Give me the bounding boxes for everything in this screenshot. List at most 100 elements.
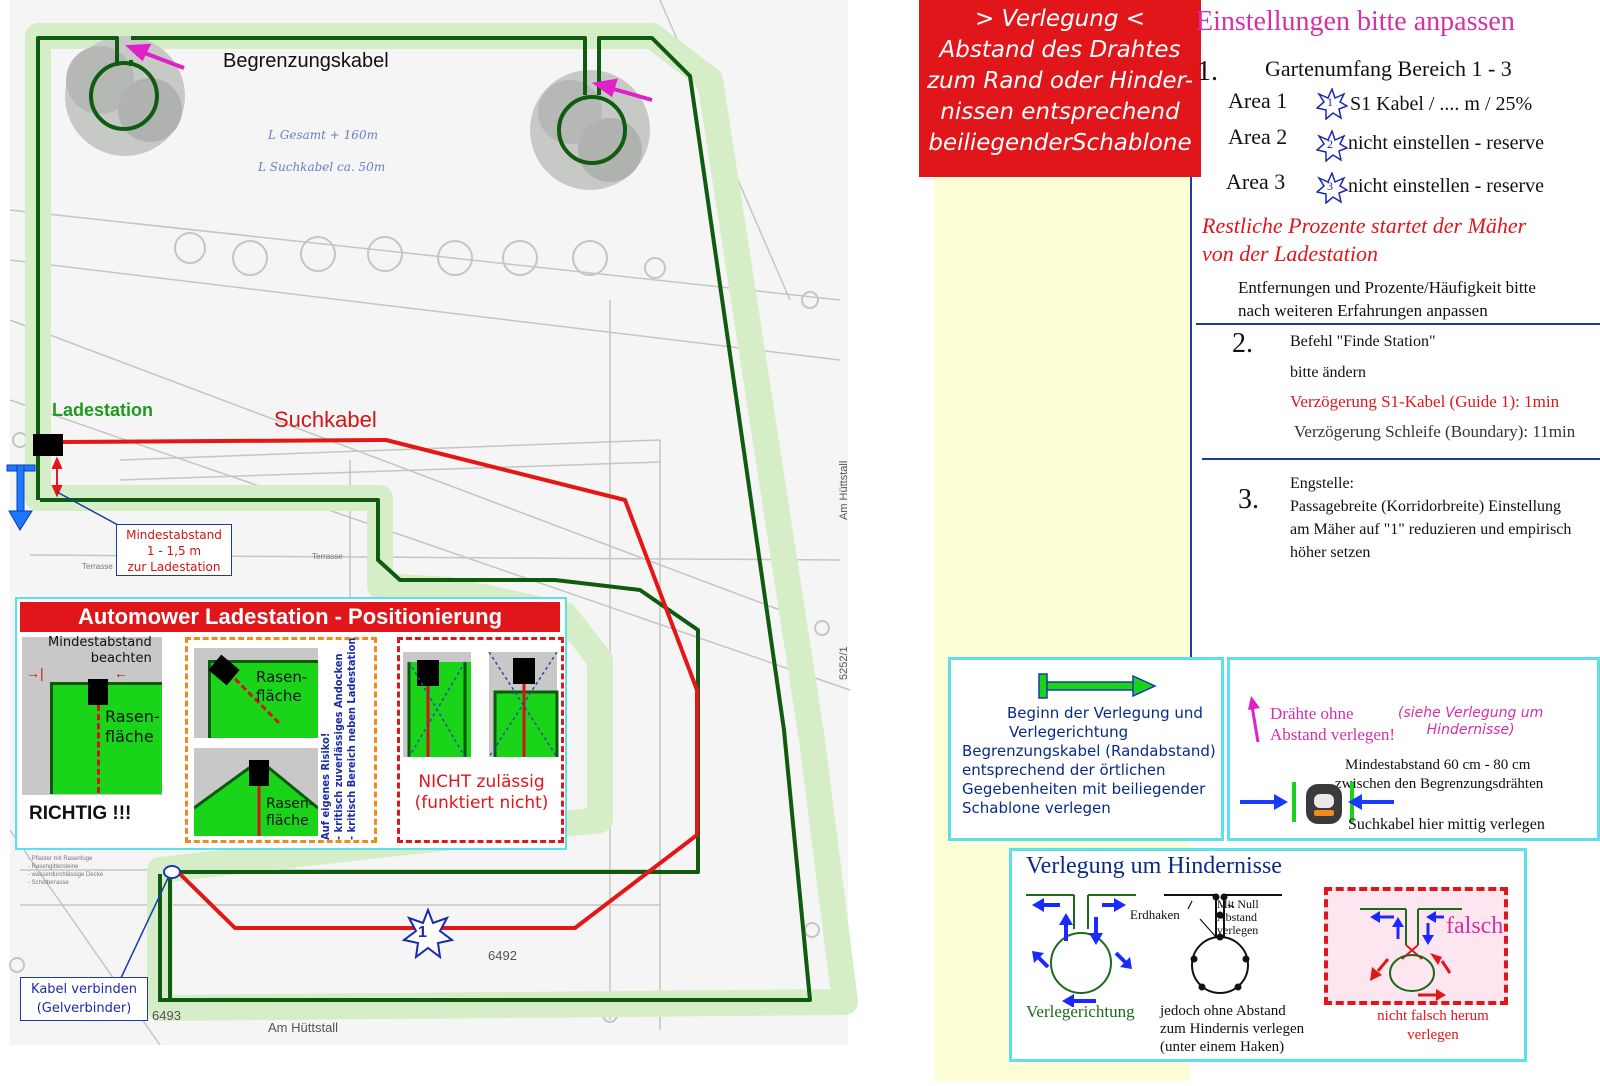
- remaining-percent-note: Restliche Prozente startet der Mäher von…: [1202, 212, 1526, 268]
- area-3-text: nicht einstellen - reserve: [1348, 175, 1545, 197]
- correct-min-a: Mindestabstand: [48, 635, 152, 650]
- section-3-text: Engstelle: Passagebreite (Korridorbreite…: [1290, 472, 1571, 564]
- plan-legend: - Pflaster mit Rasenfuge - Rasengitterst…: [28, 855, 103, 887]
- risk-note: Auf eigenes Risiko! - kritisch zuverläss…: [319, 638, 358, 840]
- handwritten-note-1: L Gesamt + 160m: [268, 128, 378, 142]
- correct-panel: Mindestabstand beachten →| ← Rasen- fläc…: [22, 635, 162, 795]
- correct-station: [88, 679, 108, 705]
- distance-arrow: [51, 456, 63, 498]
- without-distance-note: jedoch ohne Abstand zum Hindernis verleg…: [1160, 1002, 1304, 1056]
- not-allowed-2: (funktiert nicht): [414, 793, 549, 813]
- remaining-1: Restliche Prozente startet der Mäher: [1202, 213, 1527, 238]
- hook-label: Erdhaken: [1130, 907, 1180, 922]
- zero-2: Abstand: [1217, 910, 1257, 924]
- without-1: jedoch ohne Abstand: [1160, 1003, 1286, 1019]
- wire-pointer-arrows: [125, 43, 653, 102]
- adjust-1: Entfernungen und Prozente/Häufigkeit bit…: [1238, 278, 1536, 297]
- start-line-6: Schablone verlegen: [962, 799, 1111, 817]
- garden-plan-drawing: [6, 0, 858, 1046]
- mower-spacing-icon: [1240, 782, 1394, 824]
- garden-plan: Begrenzungskabel L Gesamt + 160m L Suchk…: [6, 0, 858, 1046]
- area-1-label: Area 1: [1228, 88, 1288, 113]
- correct-lawn-b: fläche: [105, 727, 154, 746]
- wrong-2: verlegen: [1407, 1027, 1459, 1043]
- settings-panel: [1190, 0, 1600, 660]
- no-gap-line-1: Drähte ohne: [1270, 704, 1354, 723]
- wrong-obstacle-drawing: [1360, 908, 1462, 1001]
- start-line-2: Verlegerichtung: [1009, 723, 1129, 741]
- min-distance-line-3: zur Ladestation: [127, 560, 221, 574]
- wrong-panel: falsch: [1324, 887, 1508, 1005]
- settings-title: Einstellungen bitte anpassen: [1196, 6, 1515, 37]
- obstacle-box: Verlegung um Hindernisse Verlegerichtung: [1009, 848, 1527, 1062]
- risk-lawn-label-1: Rasen- fläche: [256, 668, 307, 706]
- start-line-3: Begrenzungskabel (Randabstand): [962, 742, 1216, 760]
- wrong-1: nicht falsch herum: [1377, 1008, 1489, 1024]
- guide-number: 1: [418, 924, 427, 941]
- street-label-vertical: Am Hüttstall: [838, 460, 850, 520]
- boundary-wire: [36, 36, 812, 1002]
- see-line-1: (siehe Verlegung um: [1398, 705, 1544, 721]
- risk-panel: Rasen- fläche Rasen- fläche Auf eigenes …: [185, 637, 377, 843]
- no-gap-line-2: Abstand verlegen!: [1270, 725, 1396, 744]
- parcel-number-side: 6493: [152, 1008, 181, 1023]
- inset-title: Automower Ladestation - Positionierung: [20, 602, 560, 632]
- terrace-label-2: Terrasse: [312, 552, 343, 561]
- wire-spacing-box: Drähte ohne Abstand verlegen! (siehe Ver…: [1227, 657, 1600, 841]
- remaining-2: von der Ladestation: [1202, 241, 1378, 266]
- not-allowed-drawing: [403, 652, 559, 758]
- area-3-star-icon: [1316, 172, 1348, 204]
- area-2-text: nicht einstellen - reserve: [1348, 132, 1545, 154]
- adjust-note: Entfernungen und Prozente/Häufigkeit bit…: [1238, 276, 1536, 322]
- connect-line-2: (Gelverbinder): [36, 1001, 132, 1016]
- area-1-text: S1 Kabel / .... m / 25%: [1350, 93, 1533, 115]
- adjust-2: nach weiteren Erfahrungen anpassen: [1238, 301, 1488, 320]
- see-obstacle-note: (siehe Verlegung um Hindernisse): [1398, 705, 1543, 739]
- plan-legend-1: - Pflaster mit Rasenfuge: [28, 856, 93, 862]
- start-line-5: Gegebenheiten mit beiliegender: [962, 780, 1206, 798]
- min-distance-line-2: 1 - 1,5 m: [146, 544, 202, 558]
- correct-label: RICHTIG !!!: [29, 803, 132, 824]
- min-spacing-1: Mindestabstand 60 cm - 80 cm: [1345, 757, 1531, 773]
- risk-note-1: Auf eigenes Risiko!: [319, 732, 332, 840]
- start-body: Begrenzungskabel (Randabstand) entsprech…: [962, 742, 1216, 818]
- header-line-3: zum Rand oder Hinder-: [926, 68, 1194, 94]
- start-line-4: entsprechend der örtlichen: [962, 761, 1166, 779]
- section-3-line-1: Engstelle:: [1290, 475, 1354, 492]
- section-2-line-2: bitte ändern: [1290, 364, 1366, 381]
- min-distance-line-1: Mindestabstand: [126, 528, 222, 542]
- tree-left: [65, 36, 185, 156]
- section-3-line-4: höher setzen: [1290, 544, 1371, 561]
- station-label: Ladestation: [52, 400, 154, 420]
- section-3-line-3: am Mäher auf "1" reduzieren und empirisc…: [1290, 521, 1572, 538]
- obstacle-title: Verlegung um Hindernisse: [1026, 853, 1282, 879]
- see-line-2: Hindernisse): [1426, 722, 1515, 738]
- hook-obstacle-drawing: [1164, 893, 1282, 994]
- parcel-number: 6492: [488, 948, 517, 963]
- plan-legend-4: - Schotterrasse: [28, 880, 69, 886]
- direction-label: Verlegerichtung: [1026, 1002, 1135, 1021]
- section-2-number: 2.: [1232, 328, 1253, 359]
- handwritten-note-2: L Suchkabel ca. 50m: [258, 160, 386, 174]
- connector-callout-line: [119, 877, 169, 981]
- risk-scene-2-drawing: [193, 760, 319, 836]
- magenta-arrow-icon: [1248, 696, 1260, 743]
- risk-scene-2: Rasen- fläche: [193, 748, 319, 836]
- boundary-wire-label: Begrenzungskabel: [223, 50, 389, 72]
- risk-lawn-1a: Rasen-: [256, 668, 308, 686]
- correct-min-distance: Mindestabstand beachten: [48, 635, 152, 667]
- header-line-2: Abstand des Drahtes: [939, 37, 1181, 63]
- section-2-line-1: Befehl "Finde Station": [1290, 333, 1436, 350]
- start-arrow-horizontal-icon: [1038, 673, 1157, 699]
- terrace-label-1: Terrasse: [82, 562, 113, 571]
- section-1-number: 1.: [1197, 56, 1218, 87]
- not-allowed-panel: NICHT zulässig (funktiert nicht): [397, 637, 564, 843]
- correct-lawn-a: Rasen-: [105, 707, 160, 726]
- street-label: Am Hüttstall: [268, 1020, 339, 1035]
- positioning-inset: Automower Ladestation - Positionierung M…: [15, 597, 567, 850]
- correct-guide-wire: [97, 705, 100, 793]
- section-1-heading: Gartenumfang Bereich 1 - 3: [1265, 56, 1512, 81]
- guide-middle-note: Suchkabel hier mittig verlegen: [1348, 816, 1545, 833]
- no-gap-note: Drähte ohne Abstand verlegen!: [1270, 703, 1395, 745]
- correct-arrow-left: →|: [26, 665, 44, 681]
